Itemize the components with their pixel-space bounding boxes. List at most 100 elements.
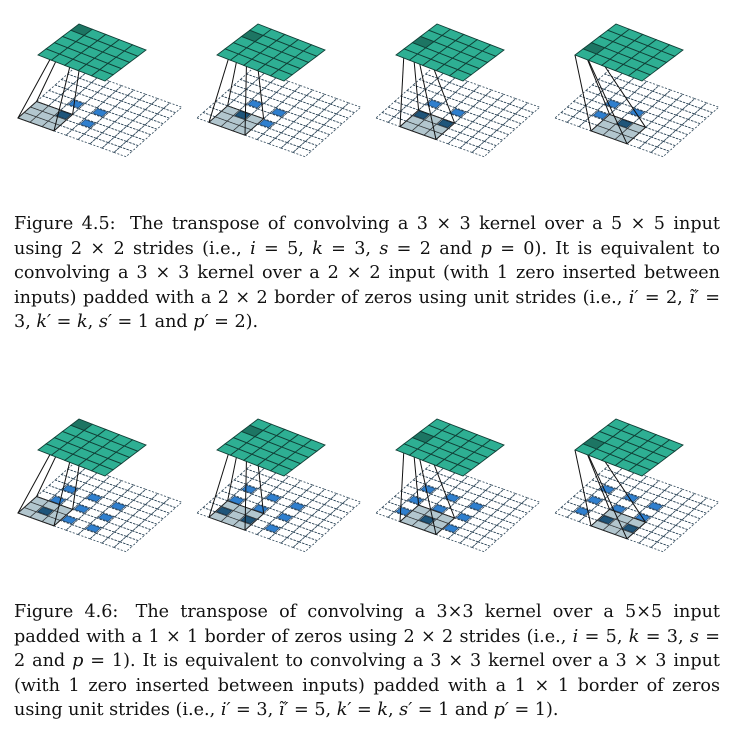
input-cell (114, 510, 134, 522)
input-cell (274, 117, 295, 128)
input-cell (387, 511, 407, 523)
kernel-gridline (602, 118, 622, 136)
input-cell (502, 103, 523, 115)
input-cell (107, 121, 128, 133)
kernel-gridline (597, 520, 634, 534)
input-cell (293, 115, 313, 127)
input-cell (405, 99, 426, 111)
input-cell (131, 524, 152, 536)
input-cell (418, 73, 439, 85)
input-cell (466, 485, 487, 497)
input-cell (502, 513, 522, 525)
input-cell (257, 72, 278, 84)
input-cell (293, 510, 313, 522)
input-cell (406, 479, 426, 491)
input-cell (275, 101, 295, 113)
input-cell (387, 496, 408, 507)
input-cell (317, 519, 337, 531)
caption-text: = 2 and (388, 238, 481, 259)
input-cell (84, 492, 104, 504)
input-cell (424, 68, 445, 79)
kernel-gridline (603, 514, 640, 529)
input-cell (83, 523, 104, 534)
input-cell (591, 94, 611, 106)
input-cell (675, 93, 696, 105)
input-cell (317, 93, 338, 105)
input-cell (424, 83, 445, 95)
input-cell (590, 109, 611, 121)
projection-line (399, 443, 405, 522)
input-value-cell (62, 484, 78, 494)
input-cell (668, 129, 689, 141)
input-cell (256, 133, 276, 145)
input-cell (687, 113, 708, 125)
input-cell (286, 531, 307, 543)
input-value-cell (97, 513, 114, 522)
input-cell (496, 504, 517, 515)
input-cell (48, 84, 68, 96)
input-cell (90, 76, 111, 88)
input-value-cell (271, 108, 287, 117)
input-cell (406, 84, 426, 96)
input-cell (520, 497, 541, 509)
kernel-gridline (221, 505, 258, 520)
input-cell (603, 463, 624, 474)
input-cell (78, 497, 98, 509)
input-cell (89, 122, 110, 134)
input-cell (286, 516, 307, 528)
math-symbol: i (250, 238, 256, 259)
input-cell (597, 468, 618, 480)
input-cell (484, 499, 505, 511)
input-cell (126, 484, 147, 496)
input-cell (578, 120, 598, 132)
kernel-overlap-cell (37, 506, 54, 516)
input-cell (66, 68, 87, 79)
input-cell (329, 98, 350, 109)
input-cell (472, 480, 493, 491)
kernel-overlap-cell (55, 110, 72, 120)
input-cell (268, 532, 288, 544)
input-cell (669, 114, 689, 126)
input-cell (269, 502, 289, 513)
input-cell (472, 495, 493, 507)
input-cell (323, 118, 343, 130)
math-symbol: p′ (493, 700, 509, 720)
input-cell (447, 532, 467, 544)
math-symbol: s (689, 626, 699, 647)
math-symbol: i′ (628, 287, 639, 308)
input-cell (687, 493, 708, 504)
input-cell (144, 103, 165, 115)
kernel-gridline (24, 112, 61, 126)
input-cell (436, 72, 457, 84)
input-cell (317, 488, 338, 500)
input-cell (693, 502, 714, 514)
input-cell (281, 506, 301, 518)
input-value-cell (647, 502, 663, 511)
input-cell (298, 140, 319, 152)
input-cell (584, 494, 605, 506)
input-value-cell (574, 506, 591, 516)
input-cell (566, 101, 587, 112)
input-cell (597, 88, 617, 100)
input-cell (375, 507, 395, 518)
input-cell (120, 490, 141, 501)
input-cell (572, 95, 593, 107)
input-cell (656, 535, 677, 547)
input-cell (95, 527, 116, 539)
input-cell (656, 125, 677, 137)
input-cell (78, 72, 99, 84)
input-cell (651, 85, 672, 96)
input-cell (113, 526, 134, 537)
input-cell (132, 509, 152, 521)
input-cell (298, 125, 319, 137)
kernel-overlap-cell (216, 506, 233, 516)
input-cell (633, 481, 654, 493)
output-cell (123, 439, 147, 452)
figure-4-5-diagram (0, 0, 731, 200)
input-cell (393, 110, 414, 122)
input-cell (448, 91, 469, 103)
input-cell (609, 93, 629, 104)
input-cell (245, 98, 265, 110)
input-cell (280, 521, 301, 533)
input-cell (465, 121, 486, 133)
